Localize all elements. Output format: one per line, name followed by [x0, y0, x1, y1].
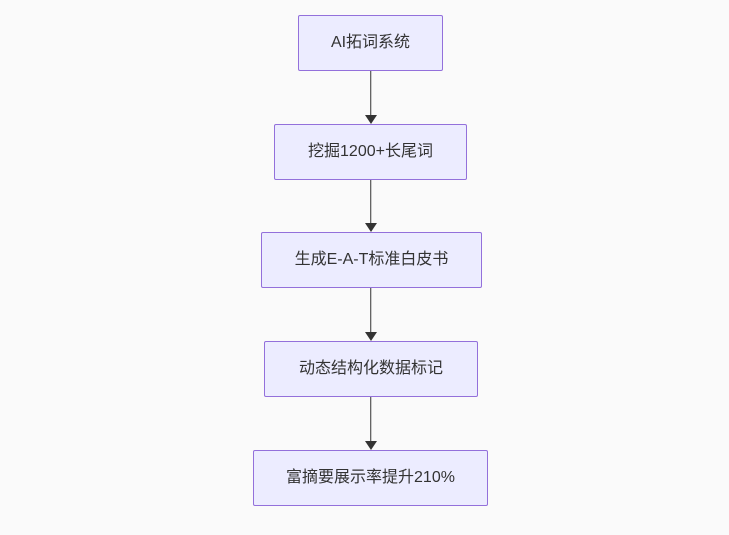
flow-node-eat-whitepaper: 生成E-A-T标准白皮书: [261, 232, 482, 288]
arrow-head-icon: [364, 223, 377, 232]
arrow-head-icon: [364, 332, 377, 341]
flow-node-label: 富摘要展示率提升210%: [286, 469, 455, 487]
flow-node-ai-keyword-system: AI拓词系统: [298, 15, 443, 71]
flow-node-label: 动态结构化数据标记: [298, 360, 443, 378]
arrow-line: [369, 288, 372, 334]
arrow-line: [369, 397, 372, 443]
flow-node-label: 生成E-A-T标准白皮书: [294, 251, 449, 269]
flow-node-label: AI拓词系统: [330, 34, 411, 52]
flow-arrow-1: [364, 71, 377, 124]
flow-arrow-4: [364, 397, 377, 450]
flow-arrow-2: [364, 180, 377, 232]
arrow-head-icon: [364, 441, 377, 450]
arrow-line: [369, 71, 372, 117]
flow-node-label: 挖掘1200+长尾词: [308, 143, 433, 161]
arrow-line: [369, 180, 372, 225]
flow-arrow-3: [364, 288, 377, 341]
flow-node-structured-data-markup: 动态结构化数据标记: [264, 341, 478, 397]
arrow-head-icon: [364, 115, 377, 124]
flow-node-longtail-mining: 挖掘1200+长尾词: [274, 124, 467, 180]
flow-node-rich-snippet-result: 富摘要展示率提升210%: [253, 450, 488, 506]
